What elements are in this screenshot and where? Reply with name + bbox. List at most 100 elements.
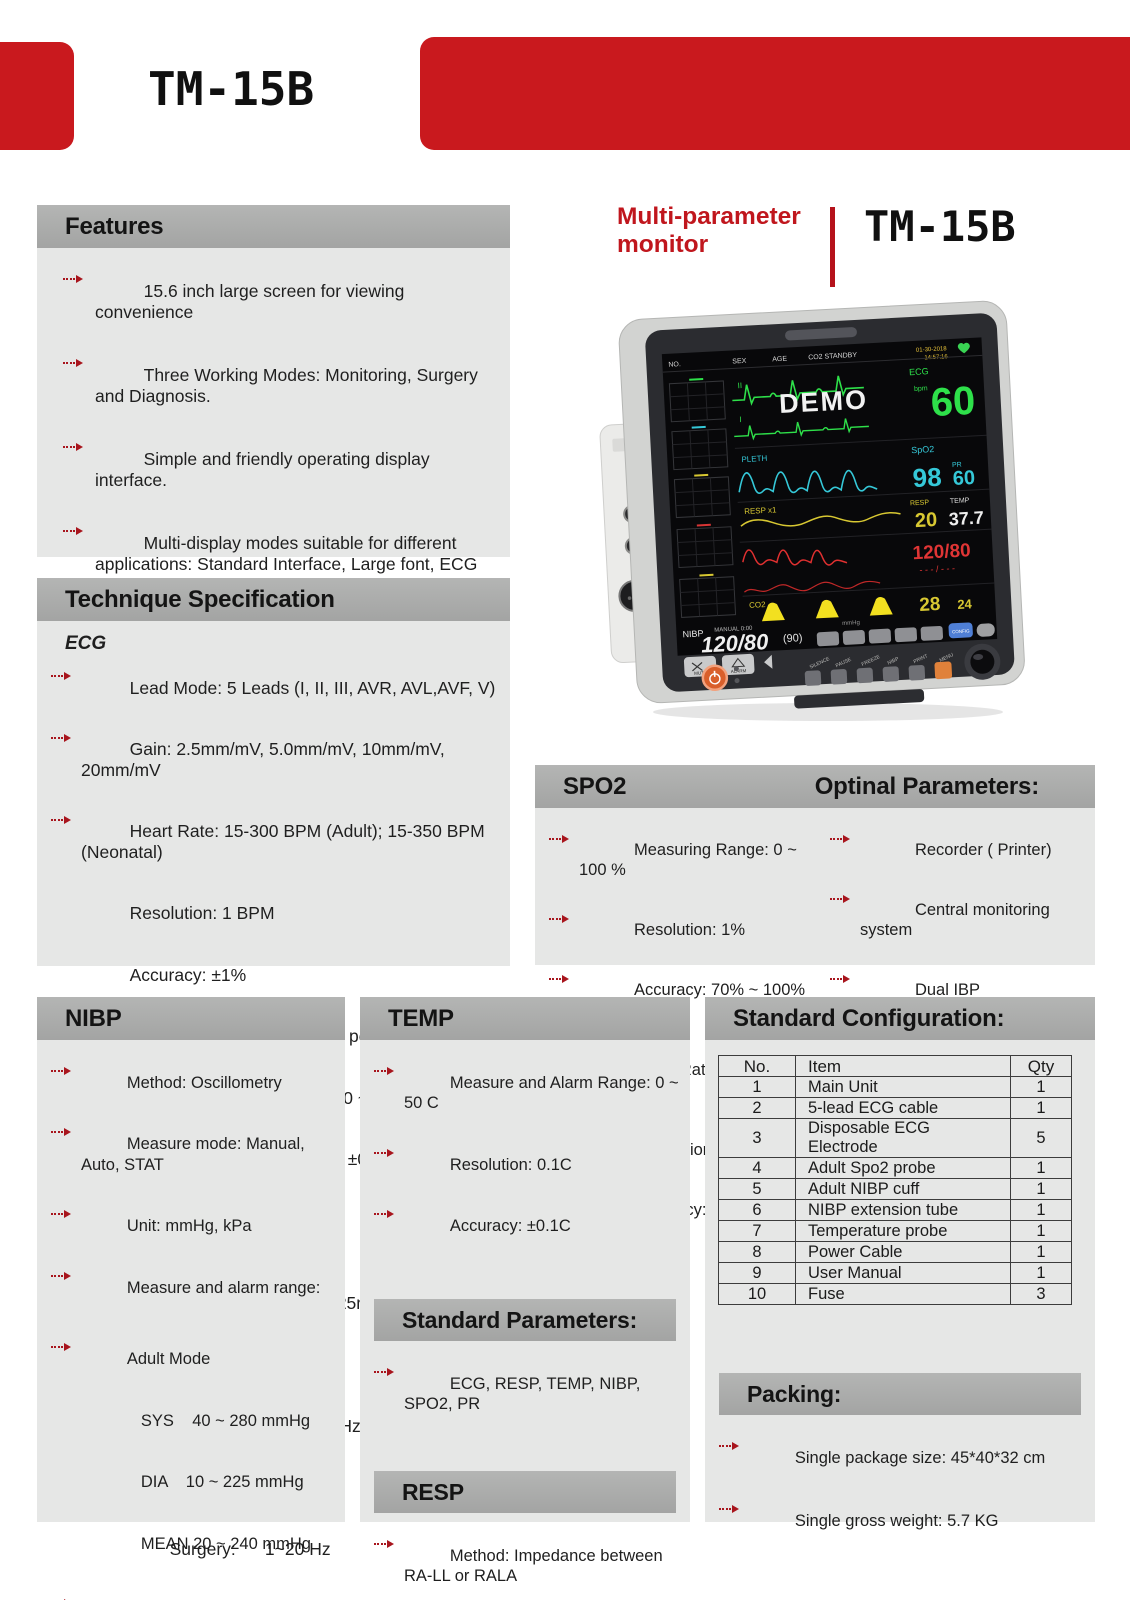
cell-item: 5-lead ECG cable [795, 1097, 1011, 1119]
config-softkey-label: CONFIG [952, 628, 970, 634]
list-item: Measuring Range: 0 ~ 100 % [549, 820, 806, 900]
bullet-arrow-icon [51, 809, 77, 830]
list-item: Measure mode: Manual, Auto, STAT [51, 1114, 335, 1196]
column-header-item: Item [795, 1055, 1011, 1077]
cell-item: Adult Spo2 probe [795, 1157, 1011, 1179]
cell-no: 3 [718, 1118, 796, 1158]
monitor-shadow [653, 703, 1003, 721]
list-item: Central monitoring system [829, 880, 1085, 960]
resp-list: Method: Impedance between RA-LL or RALA … [360, 1513, 690, 1600]
cell-no: 8 [718, 1241, 796, 1263]
cell-no: 9 [718, 1262, 796, 1284]
cell-item: Disposable ECG Electrode [795, 1118, 1011, 1158]
svg-text:PRINT: PRINT [913, 653, 929, 665]
co2-value: 28 [919, 594, 941, 616]
list-item: Surgery: 1~20 Hz [51, 1518, 500, 1580]
ecg-waveform-i [734, 418, 869, 441]
list-item-text: Resolution: 1% [634, 921, 745, 939]
list-item-text: Resolution: 1 BPM [129, 903, 275, 923]
bullet-arrow-icon [549, 828, 575, 848]
table-row: 10 Fuse 3 [718, 1283, 1072, 1305]
standard-parameters-list: ECG, RESP, TEMP, NIBP, SPO2, PR [360, 1341, 690, 1435]
standard-configuration-header: Standard Configuration: [705, 997, 1095, 1040]
svg-text:CO2 STANDBY: CO2 STANDBY [808, 352, 858, 362]
list-item: Pediatric Mode [51, 1585, 335, 1600]
table-row: 2 5-lead ECG cable 1 [718, 1097, 1072, 1119]
cell-qty: 1 [1010, 1178, 1072, 1200]
temp-resp-panel: TEMP Measure and Alarm Range: 0 ~ 50 C R… [360, 997, 690, 1585]
alarm-softkey: ALARM [721, 653, 755, 676]
spo2-value: 98 [912, 462, 942, 493]
indicator-led-2 [734, 678, 740, 684]
list-item-text: Measure and Alarm Range: 0 ~ 50 C [404, 1073, 684, 1113]
list-item-text: SYS 40 ~ 280 mmHg [140, 1411, 311, 1430]
list-item-text: Three Working Modes: Monitoring, Surgery… [95, 365, 483, 406]
svg-text:MENU: MENU [939, 652, 955, 664]
bullet-arrow-icon [374, 1533, 400, 1554]
standard-configuration-table: No. Item Qty 1 Main Unit 1 2 5-lead ECG … [718, 1055, 1072, 1305]
lead2-label: II [737, 381, 742, 390]
page-title: TM-15B [148, 62, 315, 116]
list-item-text: Simple and friendly operating display in… [95, 449, 435, 490]
product-type-line1: Multi-parameter [617, 203, 801, 230]
nibp-header: NIBP [37, 997, 345, 1040]
resp-waveform [740, 511, 901, 527]
bullet-arrow-icon [63, 520, 89, 541]
cell-item: Temperature probe [795, 1220, 1011, 1242]
ibp2-value: - - - / - - - [919, 563, 955, 575]
orange-key [934, 661, 953, 680]
list-item: DIA 10 ~ 225 mmHg [51, 1452, 335, 1514]
handle-slot [785, 327, 857, 341]
onscreen-softkeys: CONFIG MUTE ALARM [683, 622, 995, 678]
nibp-label: NIBP [682, 628, 704, 639]
bullet-arrow-icon [829, 968, 856, 988]
list-item [51, 1319, 335, 1329]
list-item: Unit: mmHg, kPa [51, 1196, 335, 1258]
list-item: Single package size: 45*40*32 cm [719, 1427, 1085, 1490]
pr-value: 60 [952, 467, 975, 490]
svg-text:AGE: AGE [772, 356, 787, 364]
config-softkey [948, 622, 973, 639]
bullet-arrow-icon [63, 268, 89, 289]
list-item-text: ECG, RESP, TEMP, NIBP, SPO2, PR [404, 1374, 645, 1414]
cell-item: Main Unit [795, 1076, 1011, 1098]
cell-qty: 1 [1010, 1157, 1072, 1179]
cell-qty: 3 [1010, 1283, 1072, 1305]
co2-unit: mmHg [842, 620, 860, 627]
panel-keys [804, 661, 953, 686]
resp-trace-label: RESP x1 [744, 505, 777, 516]
list-item-text: MEAN 20 ~ 240 mmHg [140, 1534, 311, 1553]
cell-qty: 5 [1010, 1118, 1072, 1158]
co2-label: CO2 [749, 600, 766, 610]
table-row: 8 Power Cable 1 [718, 1241, 1072, 1263]
cell-no: 10 [718, 1283, 796, 1305]
optional-parameters-title: Optinal Parameters: [814, 772, 1039, 800]
bullet-arrow-icon [51, 1122, 77, 1143]
monitor-stand [794, 689, 925, 709]
list-item-text: Accuracy: ±1% [129, 964, 247, 985]
hr-unit: bpm [914, 385, 928, 393]
standard-parameters-header: Standard Parameters: [374, 1299, 676, 1341]
list-item: Heart Rate: 15-300 BPM (Adult); 15-350 B… [51, 801, 500, 883]
list-item-text: Central monitoring system [859, 901, 1055, 939]
list-item-text: 15.6 inch large screen for viewing conve… [95, 281, 410, 322]
pr-label: PR [952, 462, 962, 469]
bullet-arrow-icon [51, 1593, 77, 1600]
cell-no: 2 [718, 1097, 796, 1119]
packing-list: Single package size: 45*40*32 cm Single … [705, 1415, 1095, 1553]
bullet-arrow-icon [63, 352, 89, 373]
indicator-led-1 [733, 666, 739, 672]
bullet-arrow-icon [549, 968, 575, 988]
table-row: 6 NIBP extension tube 1 [718, 1199, 1072, 1221]
arrow-left-softkey [764, 654, 773, 669]
list-item: Method: Oscillometry [51, 1052, 335, 1114]
svg-text:NO.: NO. [668, 361, 681, 369]
red-accent-block-left [0, 42, 74, 150]
demo-watermark: DEMO [778, 384, 868, 419]
list-item: Dual IBP [829, 960, 1085, 1020]
bullet-arrow-icon [51, 1337, 77, 1358]
nibp-panel: NIBP Method: Oscillometry Measure mode: … [37, 997, 345, 1600]
table-row: 3 Disposable ECG Electrode 5 [718, 1118, 1072, 1158]
red-divider [830, 207, 835, 287]
